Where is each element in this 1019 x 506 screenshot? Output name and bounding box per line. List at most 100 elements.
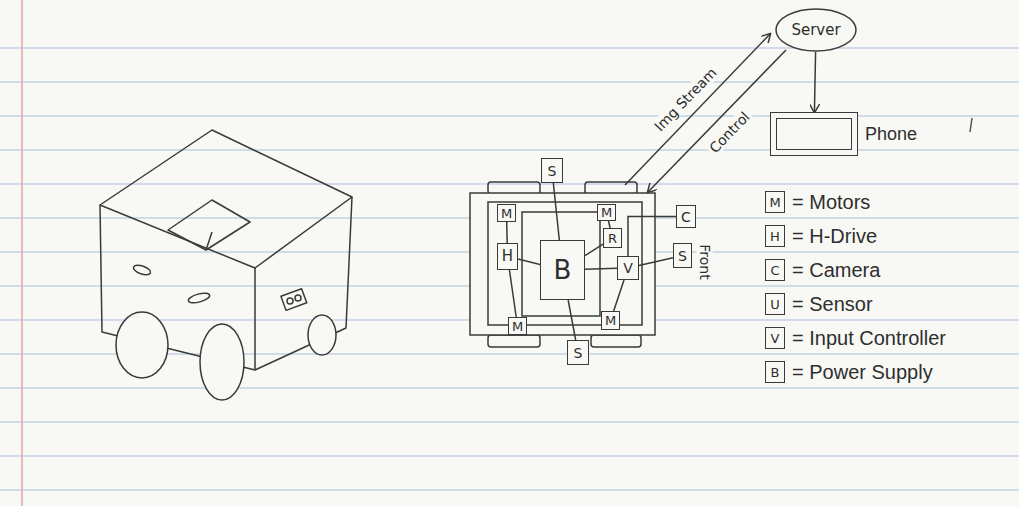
legend-text: = Motors [792,192,870,212]
robot-sensor-sketch [281,289,307,311]
legend-text: = Power Supply [792,362,933,382]
box-letter: M [512,320,523,333]
legend-sample: U [765,293,785,315]
sensor-box: S [673,243,692,268]
wire [553,183,559,240]
robot-hatch [168,200,250,250]
sensor-box: S [567,340,589,365]
image-stream-arrow [625,34,770,185]
legend-letter: B [771,366,780,379]
legend-row: M = Motors [765,190,870,214]
box-letter: H [502,249,513,264]
wheel-plan [488,335,540,347]
paper-rule [0,456,1019,457]
chassis-plan [470,182,655,347]
wire [568,300,576,340]
paper-rule [0,388,1019,389]
direction-label: Front [697,242,713,281]
wire [509,270,516,317]
box-letter: M [501,207,512,220]
link-label: Control [703,106,755,158]
oval-shape [776,9,856,51]
legend-letter: V [771,332,780,345]
paper-rule [0,422,1019,423]
phone-screen [776,118,852,150]
link-label: Img Stream [650,63,721,136]
box-letter: S [678,249,687,263]
wheel-plan [585,182,637,194]
legend-row: C = Camera [765,258,880,282]
camera-box: C [676,205,696,228]
paper-rule [0,490,1019,491]
legend-sample: H [765,225,785,247]
robot-edge [254,268,256,370]
robot-wheel [200,324,244,400]
input-controller-box: V [617,256,639,280]
robot-side-mark [132,263,152,277]
margin-line [21,0,23,506]
box-letter: B [554,257,572,283]
wheel-plan [488,182,540,194]
phone-box: Phone [770,112,858,156]
paper-rule [0,184,1019,185]
wire [609,221,611,228]
robot-sketch [100,130,352,400]
r-box: R [603,228,622,248]
legend-row: V = Input Controller [765,326,946,350]
box-letter: M [601,206,612,219]
direction-label: Front [696,242,715,281]
robot-top-face [100,130,352,268]
robot-sensor-eye [295,295,301,301]
wheel-plan [591,335,641,347]
box-letter: V [623,261,633,275]
box-letter: S [548,164,557,178]
legend-text: = Camera [792,260,880,280]
paper-rule [0,116,1019,117]
legend-letter: M [769,196,780,209]
legend-text: = Input Controller [792,328,946,348]
phone-label: Phone [865,125,917,143]
legend-letter: H [770,230,780,243]
paper-rule [0,48,1019,49]
robot-sensor-eye [287,298,293,304]
chassis-deck [522,212,600,316]
motor-box: M [508,317,527,335]
sensor-box: S [541,158,563,183]
legend-sample: C [765,259,785,281]
link-label: Img Stream [648,62,721,137]
box-letter: C [681,210,691,224]
data-links [625,34,786,192]
motor-box: M [597,204,616,221]
wire [585,244,603,256]
link-label: Control [705,107,754,157]
box-letter: R [608,232,617,245]
legend-sample: M [765,191,785,213]
wire [585,268,617,270]
wire [639,258,673,266]
legend-text: = H-Drive [792,226,877,246]
legend-row: U= Sensor [765,292,873,316]
paper-rule [0,82,1019,83]
legend-letter: C [770,264,779,277]
wire [614,280,624,311]
box-letter: S [574,346,583,360]
pencil-mark [970,118,972,132]
legend-letter: U [770,298,780,311]
wire [628,217,676,257]
paper-rules [0,48,1019,490]
motor-box: M [497,204,516,222]
wire [518,259,540,264]
wire [506,222,508,243]
motor-box: M [601,311,620,330]
box-letter: Server [791,23,840,38]
box-letter: M [605,314,616,327]
legend-row: H = H-Drive [765,224,877,248]
chassis-frame [488,202,642,325]
legend-sample: B [765,361,785,383]
h-drive-box: H [497,243,518,270]
power-supply-box: B [540,240,585,300]
server-oval: Server [775,8,857,52]
arrow-connector [814,52,815,112]
robot-wheel [308,315,336,355]
